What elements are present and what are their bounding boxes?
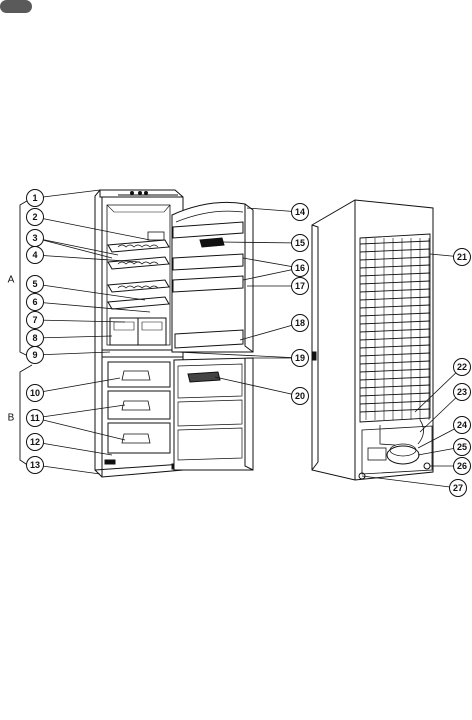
callout-circle: [26, 409, 44, 427]
leader-line: [242, 267, 301, 281]
section-b-label: B: [8, 413, 15, 424]
callout-circle: [291, 259, 309, 277]
leader-line: [34, 464, 101, 475]
callout-number: 1: [32, 193, 37, 203]
leader-line: [34, 351, 111, 356]
leader-line: [242, 257, 301, 269]
leader-lines: [34, 189, 463, 489]
callout-circle: [26, 246, 44, 264]
callout-number: 23: [457, 387, 467, 397]
leader-line: [361, 475, 459, 489]
callout-circle: [291, 277, 309, 295]
leader-line: [34, 254, 141, 263]
callout-number: 27: [453, 483, 463, 493]
callout-number: 10: [30, 388, 40, 398]
callout-number: 5: [32, 279, 37, 289]
callout-number: 20: [295, 391, 305, 401]
leader-line: [34, 237, 113, 259]
callout-number: 25: [457, 442, 467, 452]
corner-marker: [0, 0, 32, 13]
callout-number: 7: [32, 315, 37, 325]
leader-line: [34, 441, 113, 456]
callout-number: 22: [457, 362, 467, 372]
callout-circle: [26, 384, 44, 402]
open-doors-drawing: [171, 201, 254, 471]
callout-circle: [26, 275, 44, 293]
callout-circle: [453, 438, 471, 456]
leader-line: [34, 319, 126, 323]
callout-number: 11: [30, 413, 40, 423]
callout-circle: [291, 387, 309, 405]
callout-circle: [453, 248, 471, 266]
leader-line: [175, 351, 301, 359]
leader-line: [34, 417, 126, 441]
callout-number: 18: [295, 318, 305, 328]
callout-circle: [291, 234, 309, 252]
callout-circle: [26, 456, 44, 474]
callout-circle: [26, 433, 44, 451]
callout-circle: [26, 346, 44, 364]
callout-circle: [26, 311, 44, 329]
callout-number: 17: [295, 281, 305, 291]
leader-line: [34, 237, 119, 256]
open-appliance-drawing: [94, 189, 184, 478]
leader-line: [419, 391, 463, 433]
callout-circle: [291, 203, 309, 221]
callout-number: 21: [457, 252, 467, 262]
leader-line: [34, 335, 113, 339]
callout-number: 26: [457, 461, 467, 471]
callout-circle: [291, 314, 309, 332]
leader-line: [239, 322, 301, 341]
callout-number: 2: [32, 212, 37, 222]
callout-number: 19: [295, 353, 305, 363]
leader-line: [214, 376, 301, 397]
callout-circle: [453, 416, 471, 434]
leader-line: [34, 404, 126, 419]
leader-line: [34, 301, 151, 313]
callout-circle: [26, 208, 44, 226]
callout-number: 4: [32, 250, 37, 260]
callout-number: 14: [295, 207, 305, 217]
callout-number: 8: [32, 333, 37, 343]
condenser-grid: [359, 233, 431, 423]
callout-number: 16: [295, 263, 305, 273]
leader-line: [34, 189, 101, 199]
leader-line: [219, 241, 301, 244]
callout-number: 13: [30, 460, 40, 470]
leader-line: [34, 216, 151, 241]
callout-number: 9: [32, 350, 37, 360]
callout-number: 15: [295, 238, 305, 248]
callout-number: 3: [32, 233, 37, 243]
section-a-label: A: [8, 275, 15, 286]
callout-number: 24: [457, 420, 467, 430]
callout-circle: [291, 349, 309, 367]
leader-line: [414, 366, 463, 413]
callout-circle: [26, 293, 44, 311]
callout-circle: [453, 358, 471, 376]
leader-line: [34, 377, 121, 394]
callout-circle: [453, 383, 471, 401]
leader-line: [34, 283, 146, 301]
rear-view-drawing: [311, 199, 434, 481]
callout-number: 6: [32, 297, 37, 307]
callout-circle: [449, 479, 467, 497]
callout-bubbles: 1234567891011121314151617181920212223242…: [26, 189, 471, 497]
callout-number: 12: [30, 437, 40, 447]
callout-circle: [26, 189, 44, 207]
callout-circle: [453, 457, 471, 475]
